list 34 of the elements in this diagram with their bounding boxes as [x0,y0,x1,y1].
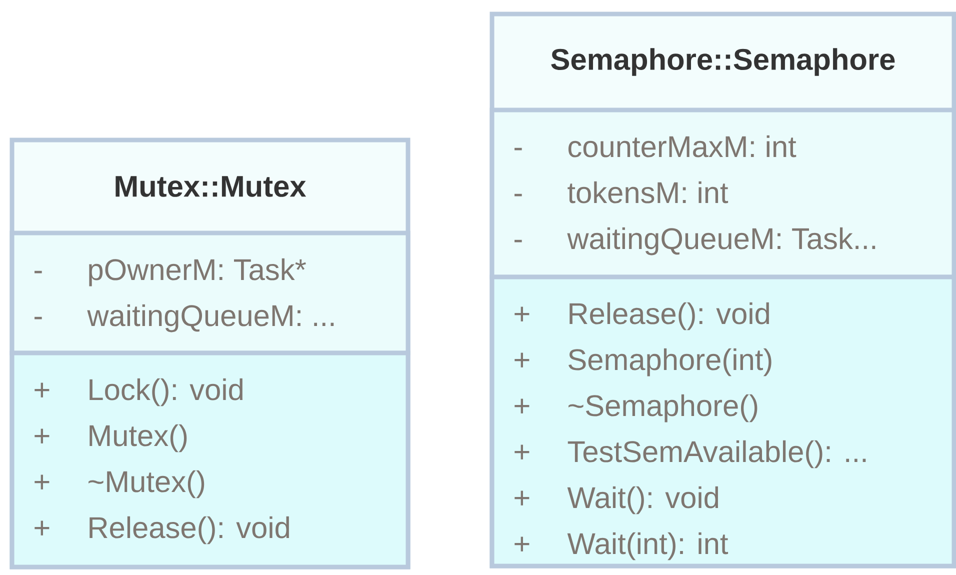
operation-text: Release(): void [570,302,769,330]
operation-text: Wait(): void [567,486,718,514]
operation-compartment [490,274,956,568]
operation-text: ~Semaphore() [568,394,758,422]
visibility-marker: + [514,536,530,552]
visibility-marker: - [514,240,522,242]
visibility-marker: + [514,352,530,368]
visibility-marker: + [34,428,50,444]
visibility-marker: - [514,194,522,196]
operation-text: Lock(): void [90,378,242,406]
operation-text: Wait(int): int [567,532,728,560]
visibility-marker: + [514,490,530,506]
visibility-marker: + [514,444,530,460]
attribute-text: waitingQueueM: ... [87,304,334,332]
attribute-text: waitingQueueM: Task... [567,227,876,256]
visibility-marker: + [34,382,50,398]
attribute-text: counterMaxM: int [568,135,796,158]
operation-text: Semaphore(int) [568,348,772,376]
operation-text: Mutex() [90,424,187,452]
visibility-marker: - [514,148,522,150]
visibility-marker: + [34,520,50,536]
class-name: Semaphore::Semaphore [551,48,895,76]
class-name: Mutex::Mutex [116,176,306,197]
attribute-text: tokensM: int [568,181,728,204]
operation-text: TestSemAvailable(): ... [568,440,866,468]
visibility-marker: + [514,306,530,322]
visibility-marker: - [34,270,42,274]
visibility-marker: + [34,474,50,490]
operation-compartment [10,350,410,570]
operation-text: ~Mutex() [88,470,204,498]
operation-text: Release(): void [90,516,289,544]
visibility-marker: - [34,316,42,320]
attribute-text: pOwnerM: Task* [89,258,306,286]
visibility-marker: + [514,398,530,414]
